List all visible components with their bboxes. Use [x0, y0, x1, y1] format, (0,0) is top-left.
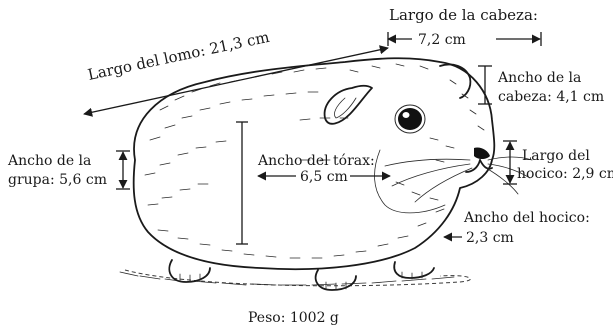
chest-width-title: Ancho del tórax: — [257, 153, 375, 169]
chest-width-value: 6,5 cm — [300, 169, 348, 185]
head-length-value: 7,2 cm — [418, 32, 466, 48]
ear-inner — [334, 98, 356, 118]
head-width-label-line1: Ancho de la — [497, 70, 581, 86]
eye — [395, 105, 425, 133]
back-foot — [169, 260, 210, 282]
head-width-label-line2: cabeza: 4,1 cm — [498, 89, 604, 105]
rump-width-label-line1: Ancho de la — [7, 153, 91, 169]
snout-width-value: 2,3 cm — [466, 230, 514, 246]
weight-label: Peso: 1002 g — [248, 310, 339, 326]
head-length-title: Largo de la cabeza: — [389, 6, 538, 24]
back-length-label: Largo del lomo: 21,3 cm — [86, 28, 271, 84]
snout-width-title: Ancho del hocico: — [463, 210, 590, 226]
ear-back — [440, 65, 470, 99]
snout-length-label-line2: hocico: 2,9 cm — [517, 166, 613, 182]
snout-length-label-line1: Largo del — [522, 148, 590, 164]
front-feet — [316, 262, 434, 290]
rump-width-label-line2: grupa: 5,6 cm — [8, 172, 107, 188]
